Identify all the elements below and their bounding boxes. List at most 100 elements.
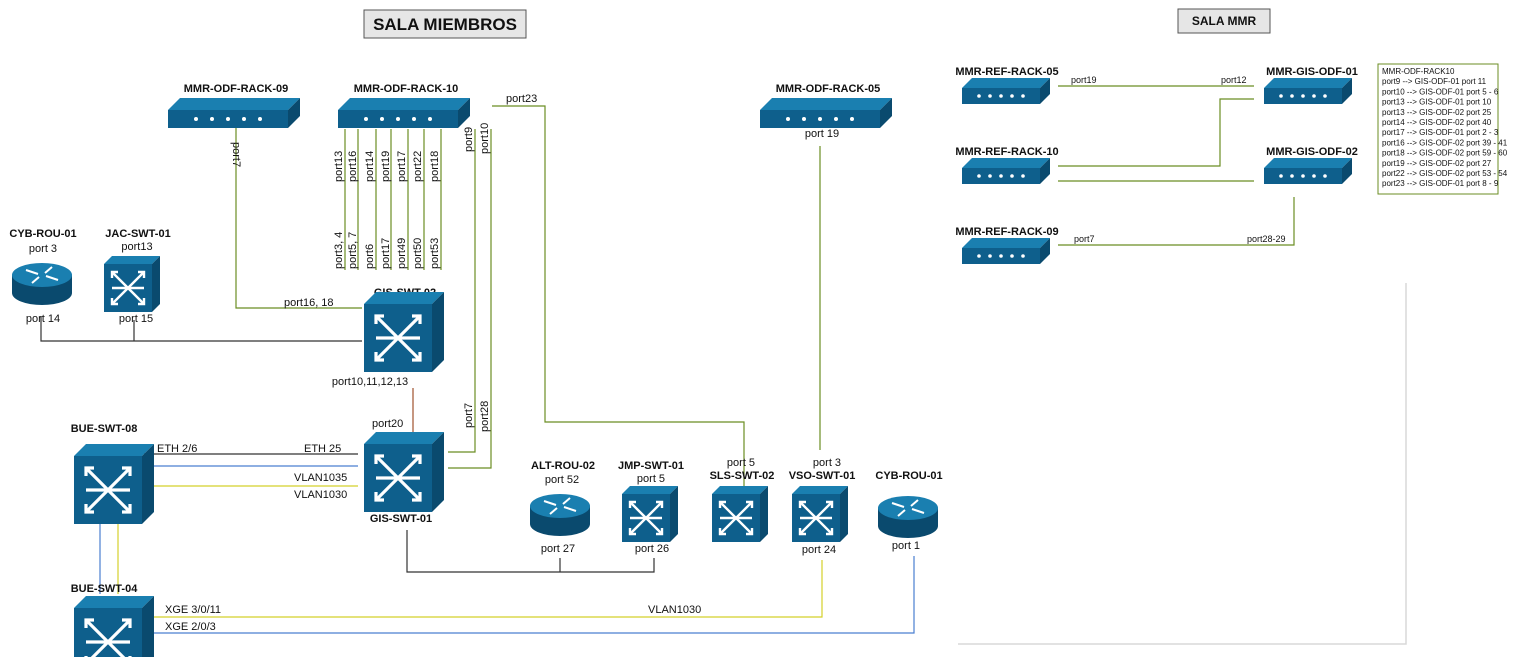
- switch-icon[interactable]: [790, 484, 850, 544]
- legend-line: port19 --> GIS-ODF-02 port 27: [1382, 159, 1492, 168]
- odf-rack-icon[interactable]: [962, 158, 1050, 184]
- svg-text:port49: port49: [396, 238, 408, 269]
- device-label-sls-swt: SLS-SWT-02: [710, 470, 775, 482]
- port-label: port23: [506, 93, 537, 105]
- port-label: VLAN1035: [294, 472, 347, 484]
- port-label: port13: [121, 241, 152, 253]
- device-label-bue-swt04: BUE-SWT-04: [71, 583, 139, 595]
- port-label: ETH 2/6: [157, 443, 197, 455]
- legend-line: port17 --> GIS-ODF-01 port 2 - 3: [1382, 128, 1499, 137]
- svg-text:port50: port50: [412, 238, 424, 269]
- svg-text:port22: port22: [412, 151, 424, 182]
- port-label: port12: [1221, 75, 1247, 85]
- legend-line: port18 --> GIS-ODF-02 port 59 - 60: [1382, 149, 1508, 158]
- room-title-members: SALA MIEMBROS: [373, 15, 517, 34]
- legend-line: port16 --> GIS-ODF-02 port 39 - 41: [1382, 138, 1508, 147]
- room-border: [958, 283, 1407, 645]
- port-label: port 24: [802, 544, 836, 556]
- legend-box: [1377, 63, 1499, 195]
- port-label: port 27: [541, 543, 575, 555]
- port-label: port10,11,12,13: [332, 376, 408, 388]
- switch-icon[interactable]: [362, 430, 446, 514]
- svg-text:port17: port17: [380, 238, 392, 269]
- svg-text:port13: port13: [333, 151, 345, 182]
- legend-line: port14 --> GIS-ODF-02 port 40: [1382, 118, 1492, 127]
- odf-rack-icon[interactable]: [338, 98, 470, 128]
- legend-line: port22 --> GIS-ODF-02 port 53 - 54: [1382, 169, 1508, 178]
- device-label-odf10: MMR-ODF-RACK-10: [354, 83, 459, 95]
- legend-line: port13 --> GIS-ODF-02 port 25: [1382, 108, 1492, 117]
- device-label-jmp-swt: JMP-SWT-01: [618, 460, 684, 472]
- legend-line: port10 --> GIS-ODF-01 port 5 - 6: [1382, 87, 1499, 96]
- odf-rack-icon[interactable]: [1264, 78, 1352, 104]
- port-label: port 19: [805, 128, 839, 140]
- port-label: port7: [1074, 234, 1095, 244]
- link-odf09-gis02: [235, 128, 362, 309]
- port-label: port7: [463, 403, 475, 428]
- router-icon[interactable]: [529, 493, 591, 537]
- svg-text:port19: port19: [380, 151, 392, 182]
- odf-rack-icon[interactable]: [168, 98, 300, 128]
- device-label-ref09: MMR-REF-RACK-09: [955, 226, 1058, 238]
- port-label: port19: [1071, 75, 1097, 85]
- device-label-cyb-rou-bottom: CYB-ROU-01: [875, 470, 942, 482]
- switch-icon[interactable]: [362, 290, 446, 374]
- device-label-jac-swt: JAC-SWT-01: [105, 228, 170, 240]
- port-label: port10: [479, 123, 491, 154]
- port-label: port 3: [813, 457, 841, 469]
- port-label: port9: [463, 127, 475, 152]
- legend-line: port23 --> GIS-ODF-01 port 8 - 9: [1382, 179, 1499, 188]
- port-label: port 52: [545, 474, 579, 486]
- svg-text:port6: port6: [364, 244, 376, 269]
- odf-rack-icon[interactable]: [962, 238, 1050, 264]
- odf-rack-icon[interactable]: [1264, 158, 1352, 184]
- legend-line: MMR-ODF-RACK10: [1382, 67, 1455, 76]
- port-label: port 14: [26, 313, 60, 325]
- port-label: port 26: [635, 543, 669, 555]
- device-label-odf05: MMR-ODF-RACK-05: [776, 83, 881, 95]
- svg-text:port14: port14: [364, 151, 376, 182]
- port-label: port 5: [727, 457, 755, 469]
- switch-icon[interactable]: [620, 484, 680, 544]
- odf10-bottom-ports: port3, 4 port5, 7 port6 port17 port49 po…: [333, 232, 441, 269]
- device-label-gis-odf02: MMR-GIS-ODF-02: [1266, 146, 1358, 158]
- port-label: port20: [372, 418, 403, 430]
- port-label: port 1: [892, 540, 920, 552]
- port-label: port 15: [119, 313, 153, 325]
- switch-icon[interactable]: [72, 594, 156, 657]
- router-icon[interactable]: [877, 495, 939, 539]
- svg-text:port16: port16: [347, 151, 359, 182]
- device-label-odf09: MMR-ODF-RACK-09: [184, 83, 289, 95]
- port-label: port16, 18: [284, 297, 334, 309]
- port-label: port28: [479, 401, 491, 432]
- switch-icon[interactable]: [710, 484, 770, 544]
- port-label: XGE 3/0/11: [165, 604, 221, 616]
- device-label-ref05: MMR-REF-RACK-05: [955, 66, 1058, 78]
- port-label: ETH 25: [304, 443, 341, 455]
- device-label-ref10: MMR-REF-RACK-10: [955, 146, 1058, 158]
- device-label-gis-odf01: MMR-GIS-ODF-01: [1266, 66, 1358, 78]
- odf-rack-icon[interactable]: [760, 98, 892, 128]
- svg-text:port5, 7: port5, 7: [347, 232, 359, 269]
- odf-rack-icon[interactable]: [962, 78, 1050, 104]
- device-label-vso-swt: VSO-SWT-01: [789, 470, 856, 482]
- port-label: port7: [230, 142, 242, 167]
- legend-line: port9 --> GIS-ODF-01 port 11: [1382, 77, 1487, 86]
- room-title-mmr: SALA MMR: [1192, 14, 1257, 28]
- svg-text:port18: port18: [429, 151, 441, 182]
- switch-icon[interactable]: [102, 254, 162, 314]
- device-label-gis-swt01: GIS-SWT-01: [370, 513, 432, 525]
- svg-text:port3, 4: port3, 4: [333, 232, 345, 269]
- svg-text:port17: port17: [396, 151, 408, 182]
- switch-icon[interactable]: [72, 442, 156, 526]
- links: [40, 85, 1295, 634]
- device-label-cyb-rou-top: CYB-ROU-01: [9, 228, 76, 240]
- legend-line: port13 --> GIS-ODF-01 port 10: [1382, 98, 1492, 107]
- svg-text:port53: port53: [429, 238, 441, 269]
- port-label: port 3: [29, 243, 57, 255]
- router-icon[interactable]: [11, 262, 73, 306]
- port-label: VLAN1030: [294, 489, 347, 501]
- odf10-top-ports: port13 port16 port14 port19 port17 port2…: [333, 151, 441, 182]
